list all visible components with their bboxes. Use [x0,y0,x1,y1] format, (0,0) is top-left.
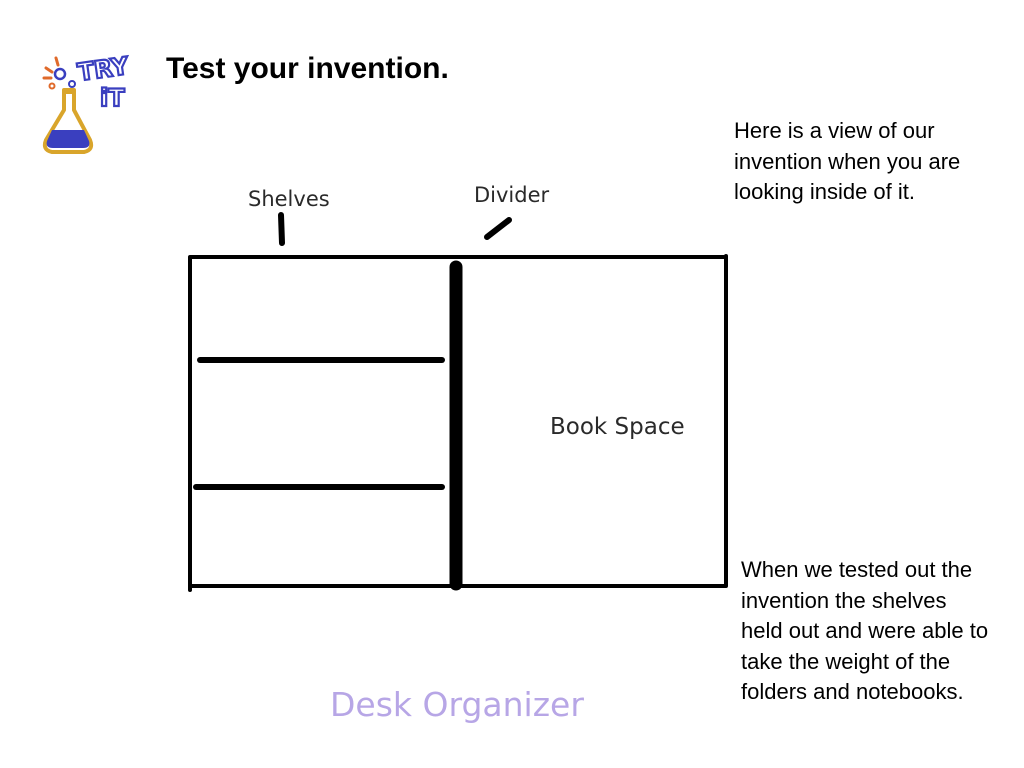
desk-organizer-sketch: Shelves Divider Book Space Desk Organize… [188,183,728,724]
note-view-description: Here is a view of our invention when you… [734,118,961,204]
try-it-flask-icon [42,56,94,154]
logo-text-try: TRY [76,52,131,87]
slide-title: Test your invention. [166,52,449,85]
shelves-pointer [278,212,285,246]
label-divider: Divider [474,183,550,207]
logo-text-it: iT [100,84,125,112]
divider-pointer [484,217,512,240]
label-shelves: Shelves [248,187,330,211]
label-book-space: Book Space [550,414,685,440]
caption-desk-organizer: Desk Organizer [330,685,584,724]
note-test-result: When we tested out the invention the she… [741,557,989,704]
organizer-frame [188,254,728,592]
try-it-logo: TRY iT [42,51,132,154]
